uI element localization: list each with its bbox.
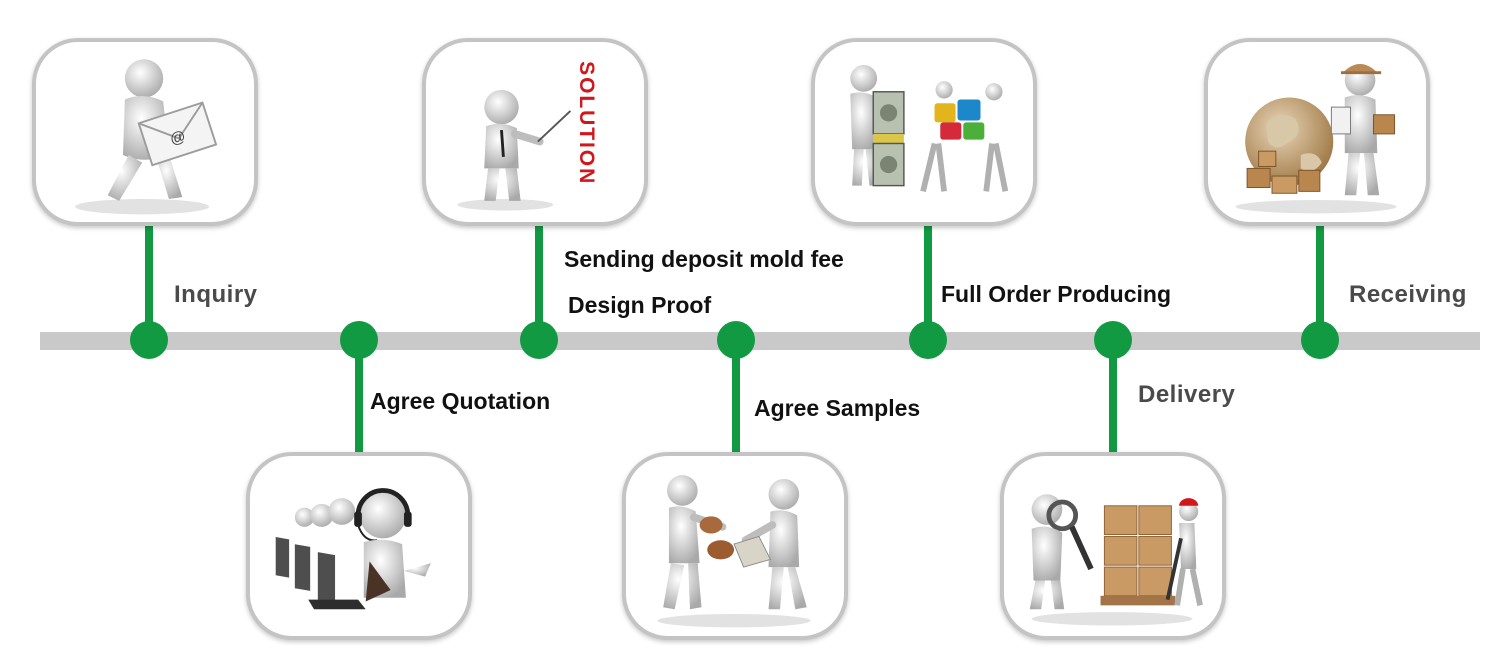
money-puzzle-figures-icon <box>850 64 1009 193</box>
label-design-proof: Design Proof <box>568 292 712 318</box>
label-sending-deposit: Sending deposit mold fee <box>564 246 844 272</box>
stem-sending-deposit <box>535 222 543 342</box>
dot-design-proof <box>717 321 755 359</box>
dot-inquiry <box>130 321 168 359</box>
card-inquiry: @ <box>32 38 258 226</box>
stem-inquiry <box>145 222 153 342</box>
card-full-order <box>811 38 1037 226</box>
card-agree-quotation <box>246 452 472 640</box>
stem-receiving <box>1316 222 1324 342</box>
dot-agree-quotation <box>340 321 378 359</box>
handover-samples-icon <box>657 475 811 628</box>
card-delivery <box>1000 452 1226 640</box>
stem-delivery <box>1109 340 1117 458</box>
solution-word: SOLUTION <box>575 61 598 185</box>
label-agree-samples: Agree Samples <box>754 395 921 421</box>
inspection-cargo-pallet-icon <box>1029 494 1203 626</box>
courier-globe-boxes-icon <box>1235 64 1397 214</box>
label-agree-quotation: Agree Quotation <box>370 388 551 414</box>
card-sending-deposit: SOLUTION <box>422 38 648 226</box>
label-delivery: Delivery <box>1138 381 1236 408</box>
dot-sending-deposit <box>520 321 558 359</box>
label-inquiry: Inquiry <box>174 281 258 308</box>
label-receiving: Receiving <box>1349 281 1467 308</box>
stem-full-order <box>924 222 932 342</box>
dot-full-order <box>909 321 947 359</box>
card-receiving <box>1204 38 1430 226</box>
timeline-bar <box>40 332 1480 350</box>
stem-agree-samples <box>732 340 740 458</box>
dot-receiving <box>1301 321 1339 359</box>
dot-delivery <box>1094 321 1132 359</box>
stem-agree-quotation <box>355 340 363 458</box>
customer-service-headset-icon <box>275 488 431 610</box>
label-full-order: Full Order Producing <box>941 281 1172 307</box>
envelope-figure-icon: @ <box>75 59 218 215</box>
solution-presenter-icon: SOLUTION <box>457 61 598 211</box>
card-agree-samples <box>622 452 848 640</box>
email-at-symbol: @ <box>168 128 188 149</box>
